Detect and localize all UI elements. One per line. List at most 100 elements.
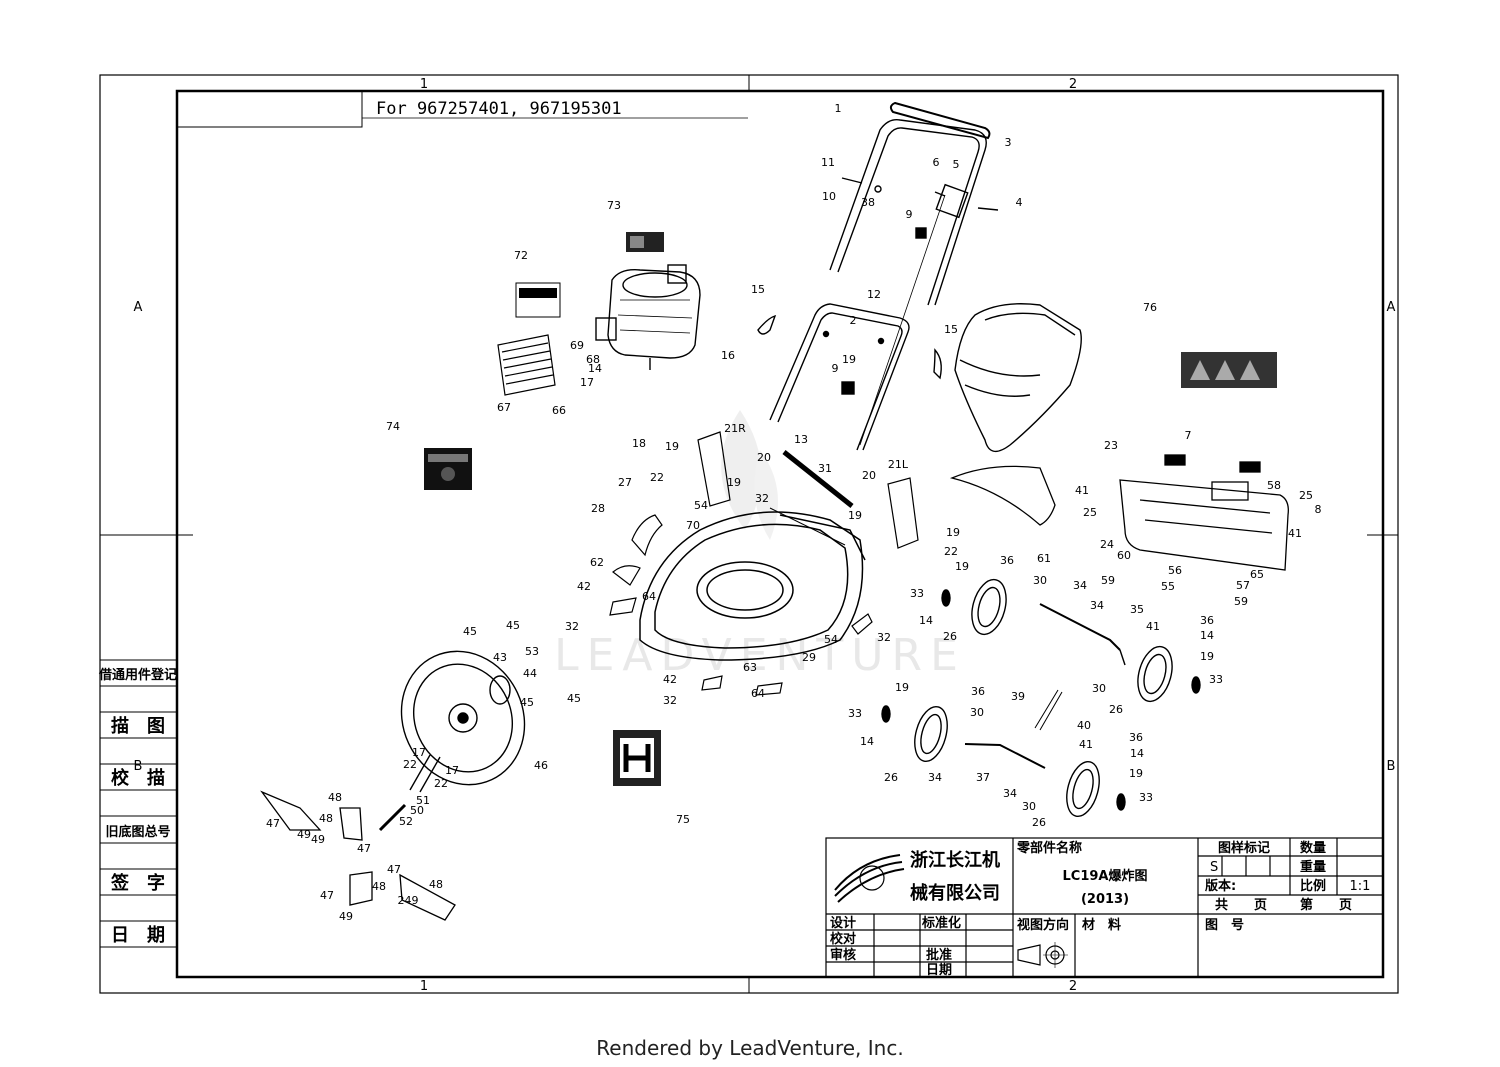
callout-15: 15	[944, 323, 958, 336]
zone-top-1: 1	[420, 77, 428, 92]
callout-20: 20	[862, 469, 876, 482]
side-label-date: 日 期	[111, 925, 165, 946]
wheels	[881, 578, 1201, 818]
callout-17: 17	[580, 376, 594, 389]
callout-27: 27	[618, 476, 632, 489]
callout-73: 73	[607, 199, 621, 212]
callout-10: 10	[822, 190, 836, 203]
callout-41: 41	[1146, 620, 1160, 633]
callout-11: 11	[821, 156, 835, 169]
callout-9: 9	[832, 362, 839, 375]
callout-8: 8	[1315, 503, 1322, 516]
callout-18: 18	[632, 437, 646, 450]
zone-bottom-2: 2	[1069, 979, 1077, 994]
watermark-text: LEADVENTURE	[554, 630, 966, 681]
callout-72: 72	[514, 249, 528, 262]
footer-credit: Rendered by LeadVenture, Inc.	[596, 1036, 904, 1060]
callout-54: 54	[694, 499, 708, 512]
callout-26: 26	[943, 630, 957, 643]
callout-19: 19	[946, 526, 960, 539]
callout-48: 48	[319, 812, 333, 825]
callout-32: 32	[565, 620, 579, 633]
callout-14: 14	[919, 614, 933, 627]
side-label-trace: 描 图	[111, 715, 165, 737]
callout-37: 37	[976, 771, 990, 784]
callout-19: 19	[895, 681, 909, 694]
grass-bag	[954, 303, 1082, 453]
zone-right-A: A	[1387, 300, 1396, 315]
callout-49: 49	[311, 833, 325, 846]
callout-19: 19	[665, 440, 679, 453]
callout-21R: 21R	[724, 422, 746, 435]
callout-14: 14	[1130, 747, 1144, 760]
callout-26: 26	[1109, 703, 1123, 716]
callout-35: 35	[1130, 603, 1144, 616]
callout-32: 32	[877, 631, 891, 644]
side-label-sign: 签 字	[110, 872, 165, 894]
mark-value: S	[1210, 860, 1218, 875]
callout-53: 53	[525, 645, 539, 658]
callout-22: 22	[434, 777, 448, 790]
callout-34: 34	[1003, 787, 1017, 800]
callout-31: 31	[818, 462, 832, 475]
callout-54: 54	[824, 633, 838, 646]
callout-14: 14	[588, 362, 602, 375]
callout-34: 34	[1073, 579, 1087, 592]
callout-20: 20	[757, 451, 771, 464]
callout-7: 7	[1185, 429, 1192, 442]
date-label: 日期	[926, 963, 952, 978]
material-label: 材 料	[1082, 917, 1121, 933]
callout-33: 33	[1139, 791, 1153, 804]
callout-16: 16	[721, 349, 735, 362]
callout-9: 9	[906, 208, 913, 221]
callout-19: 19	[1200, 650, 1214, 663]
zone-left-A: A	[134, 300, 143, 315]
mower-deck	[639, 450, 866, 661]
callout-56: 56	[1168, 564, 1182, 577]
side-label-check: 校 描	[111, 767, 165, 789]
callout-48: 48	[429, 878, 443, 891]
callout-21L: 21L	[888, 458, 909, 471]
design-label: 设计	[830, 915, 856, 931]
callout-49: 49	[297, 828, 311, 841]
callout-49: 49	[339, 910, 353, 923]
callout-44: 44	[523, 667, 537, 680]
callout-14: 14	[1200, 629, 1214, 642]
callout-64: 64	[642, 590, 656, 603]
callout-36: 36	[1000, 554, 1014, 567]
company-name-line1: 浙江长江机	[910, 849, 1000, 871]
callout-47: 47	[387, 863, 401, 876]
callout-48: 48	[328, 791, 342, 804]
callout-36: 36	[1129, 731, 1143, 744]
callout-45: 45	[463, 625, 477, 638]
callout-19: 19	[848, 509, 862, 522]
callout-33: 33	[848, 707, 862, 720]
callout-26: 26	[1032, 816, 1046, 829]
callout-12: 12	[867, 288, 881, 301]
callout-26: 26	[884, 771, 898, 784]
callout-62: 62	[590, 556, 604, 569]
callout-25: 25	[1299, 489, 1313, 502]
callout-41: 41	[1079, 738, 1093, 751]
callout-28: 28	[591, 502, 605, 515]
callout-47: 47	[320, 889, 334, 902]
callout-60: 60	[1117, 549, 1131, 562]
callout-41: 41	[1288, 527, 1302, 540]
callout-46: 46	[534, 759, 548, 772]
drawing-name: LC19A爆炸图	[1063, 868, 1148, 884]
title-block	[825, 837, 1384, 978]
audit-label: 审核	[830, 947, 856, 963]
callout-19: 19	[955, 560, 969, 573]
callout-47: 47	[266, 817, 280, 830]
callout-45: 45	[520, 696, 534, 709]
callout-34: 34	[1090, 599, 1104, 612]
callout-45: 45	[506, 619, 520, 632]
outer-frame	[99, 74, 1399, 994]
callout-34: 34	[928, 771, 942, 784]
callout-76: 76	[1143, 301, 1157, 314]
callout-45: 45	[567, 692, 581, 705]
callout-74: 74	[386, 420, 400, 433]
side-registration-table: 借通用件登记 描 图 校 描 旧底图总号 签 字 日 期	[98, 659, 177, 948]
qty-label: 数量	[1300, 840, 1326, 856]
